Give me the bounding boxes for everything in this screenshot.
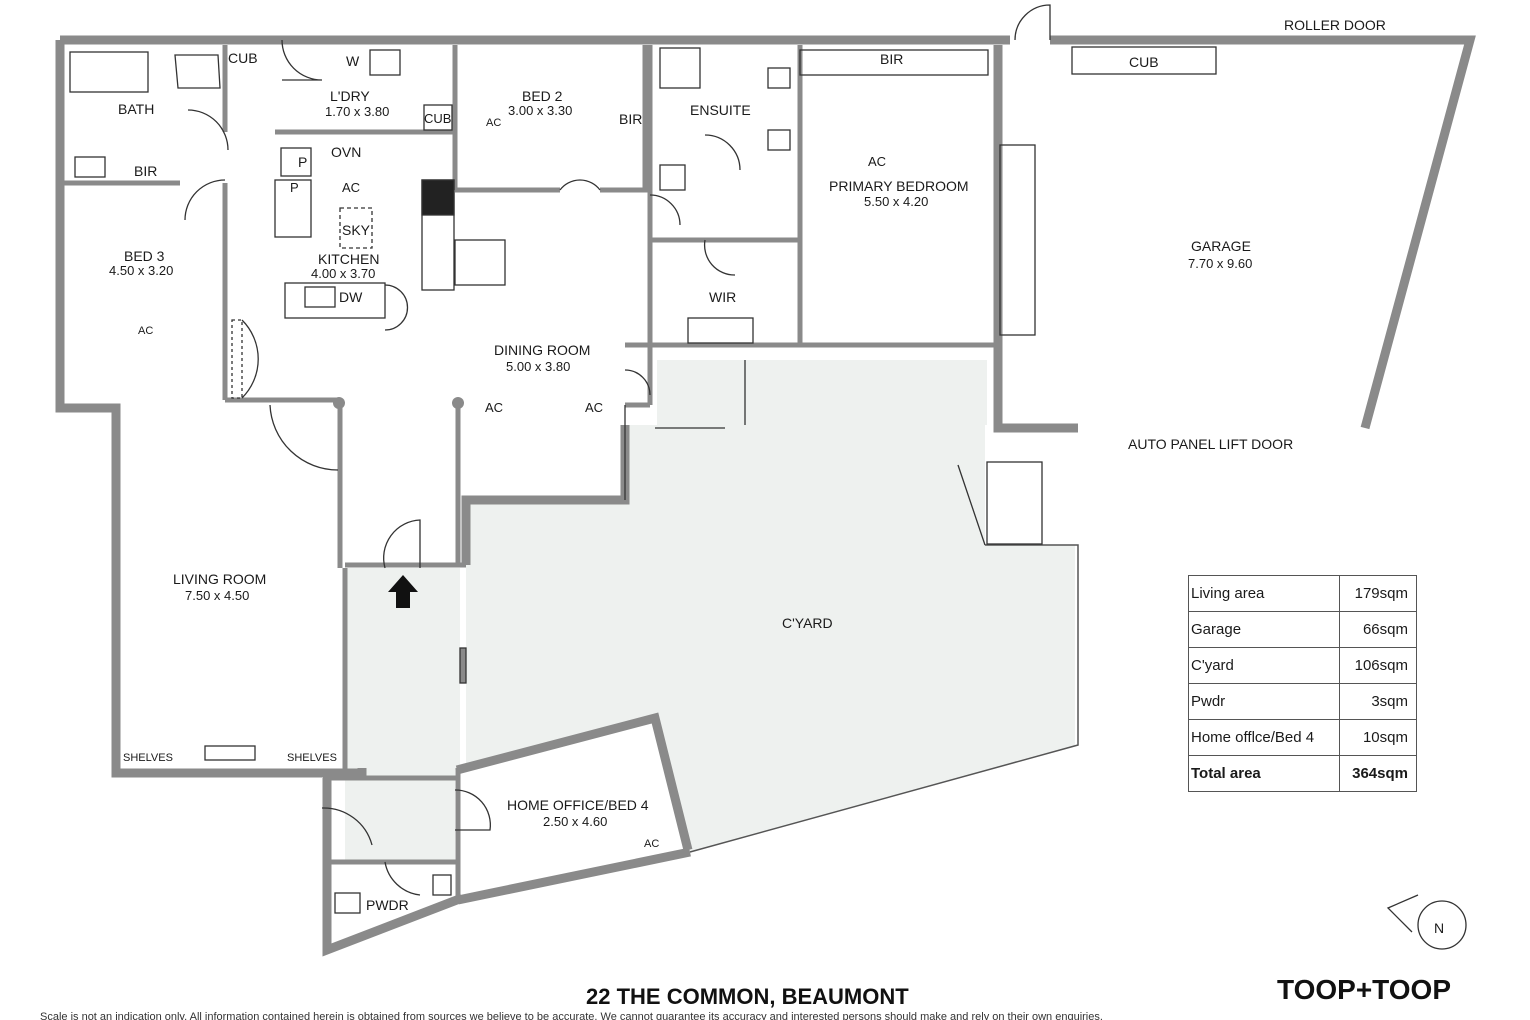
area-row-label: Pwdr xyxy=(1188,683,1340,720)
skylight-icon xyxy=(339,207,373,249)
dishwasher-label: DW xyxy=(339,289,363,305)
area-row-label: Living area xyxy=(1188,575,1340,612)
kitchen-label: KITCHEN xyxy=(318,251,379,267)
fixtures xyxy=(69,46,1217,914)
ac-label: AC xyxy=(868,154,886,169)
home-office-dim: 2.50 x 4.60 xyxy=(543,814,607,829)
home-office-label: HOME OFFICE/BED 4 xyxy=(507,797,649,813)
area-row-value: 10sqm xyxy=(1339,719,1417,756)
area-row-value: 106sqm xyxy=(1339,647,1417,684)
auto-door-label: AUTO PANEL LIFT DOOR xyxy=(1128,436,1293,452)
courtyard-area xyxy=(345,360,1079,862)
area-row-label: C'yard xyxy=(1188,647,1340,684)
wir-label: WIR xyxy=(709,289,736,305)
disclaimer-text: Scale is not an indication only. All inf… xyxy=(40,1011,1103,1020)
garage-dim: 7.70 x 9.60 xyxy=(1188,256,1252,271)
bed3-label: BED 3 xyxy=(124,248,165,264)
w-label: W xyxy=(346,53,360,69)
living-dim: 7.50 x 4.50 xyxy=(185,588,249,603)
bir-label: BIR xyxy=(134,163,157,179)
ac-label: AC xyxy=(644,838,659,850)
kitchen-sink-icon xyxy=(304,286,336,308)
dining-label: DINING ROOM xyxy=(494,342,590,358)
shower-icon xyxy=(174,54,221,89)
laundry-dim: 1.70 x 3.80 xyxy=(325,104,389,119)
north-compass-icon: N xyxy=(1386,894,1467,950)
bed2-dim: 3.00 x 3.30 xyxy=(508,103,572,118)
shelves-label: SHELVES xyxy=(287,752,337,764)
ac-label: AC xyxy=(585,400,603,415)
roller-door-label: ROLLER DOOR xyxy=(1284,17,1386,33)
cub-label: CUB xyxy=(228,50,258,66)
door-swings xyxy=(184,4,1051,896)
entry-arrow-icon xyxy=(388,575,418,608)
cub-label: CUB xyxy=(424,111,451,126)
area-total-label: Total area xyxy=(1188,755,1340,792)
dining-dim: 5.00 x 3.80 xyxy=(506,359,570,374)
ensuite-toilet-icon xyxy=(659,164,686,191)
toilet-icon xyxy=(74,156,106,178)
laundry-sink-icon xyxy=(369,49,401,76)
address-title: 22 THE COMMON, BEAUMONT xyxy=(586,984,909,1009)
area-row-value: 66sqm xyxy=(1339,611,1417,648)
area-row-value: 179sqm xyxy=(1339,575,1417,612)
brand-logo: TOOP+TOOP xyxy=(1277,974,1451,1005)
primary-bedroom-label: PRIMARY BEDROOM xyxy=(829,178,969,194)
pantry-label: P xyxy=(298,154,307,170)
bathtub-icon xyxy=(69,51,149,93)
garage-label: GARAGE xyxy=(1191,238,1251,254)
pantry-label: P xyxy=(290,180,299,195)
bed3-dim: 4.50 x 3.20 xyxy=(109,263,173,278)
area-row-label: Home offlce/Bed 4 xyxy=(1188,719,1340,756)
cub-label: CUB xyxy=(1129,54,1159,70)
shelves-label: SHELVES xyxy=(123,752,173,764)
powder-room-label: PWDR xyxy=(366,897,409,913)
ac-label: AC xyxy=(342,180,360,195)
area-total-value: 364sqm xyxy=(1339,755,1417,792)
skylight-label: SKY xyxy=(342,222,371,238)
courtyard-label: C'YARD xyxy=(782,615,833,631)
ac-label: AC xyxy=(138,325,153,337)
ensuite-shower-icon xyxy=(659,47,701,89)
column-icon xyxy=(452,397,464,409)
ac-label: AC xyxy=(486,117,501,129)
bir-label: BIR xyxy=(619,111,642,127)
oven-label: OVN xyxy=(331,144,361,160)
ensuite-label: ENSUITE xyxy=(690,102,751,118)
kitchen-dim: 4.00 x 3.70 xyxy=(311,266,375,281)
living-label: LIVING ROOM xyxy=(173,571,266,587)
interior-walls xyxy=(57,45,998,900)
bed2-label: BED 2 xyxy=(522,88,563,104)
ac-label: AC xyxy=(485,400,503,415)
primary-bedroom-dim: 5.50 x 4.20 xyxy=(864,194,928,209)
column-icon xyxy=(333,397,345,409)
bath-label: BATH xyxy=(118,101,154,117)
area-row-value: 3sqm xyxy=(1339,683,1417,720)
area-row-label: Garage xyxy=(1188,611,1340,648)
compass-north-label: N xyxy=(1434,920,1444,936)
bir-label: BIR xyxy=(880,51,903,67)
cooktop-icon xyxy=(421,179,455,216)
laundry-label: L'DRY xyxy=(330,88,370,104)
